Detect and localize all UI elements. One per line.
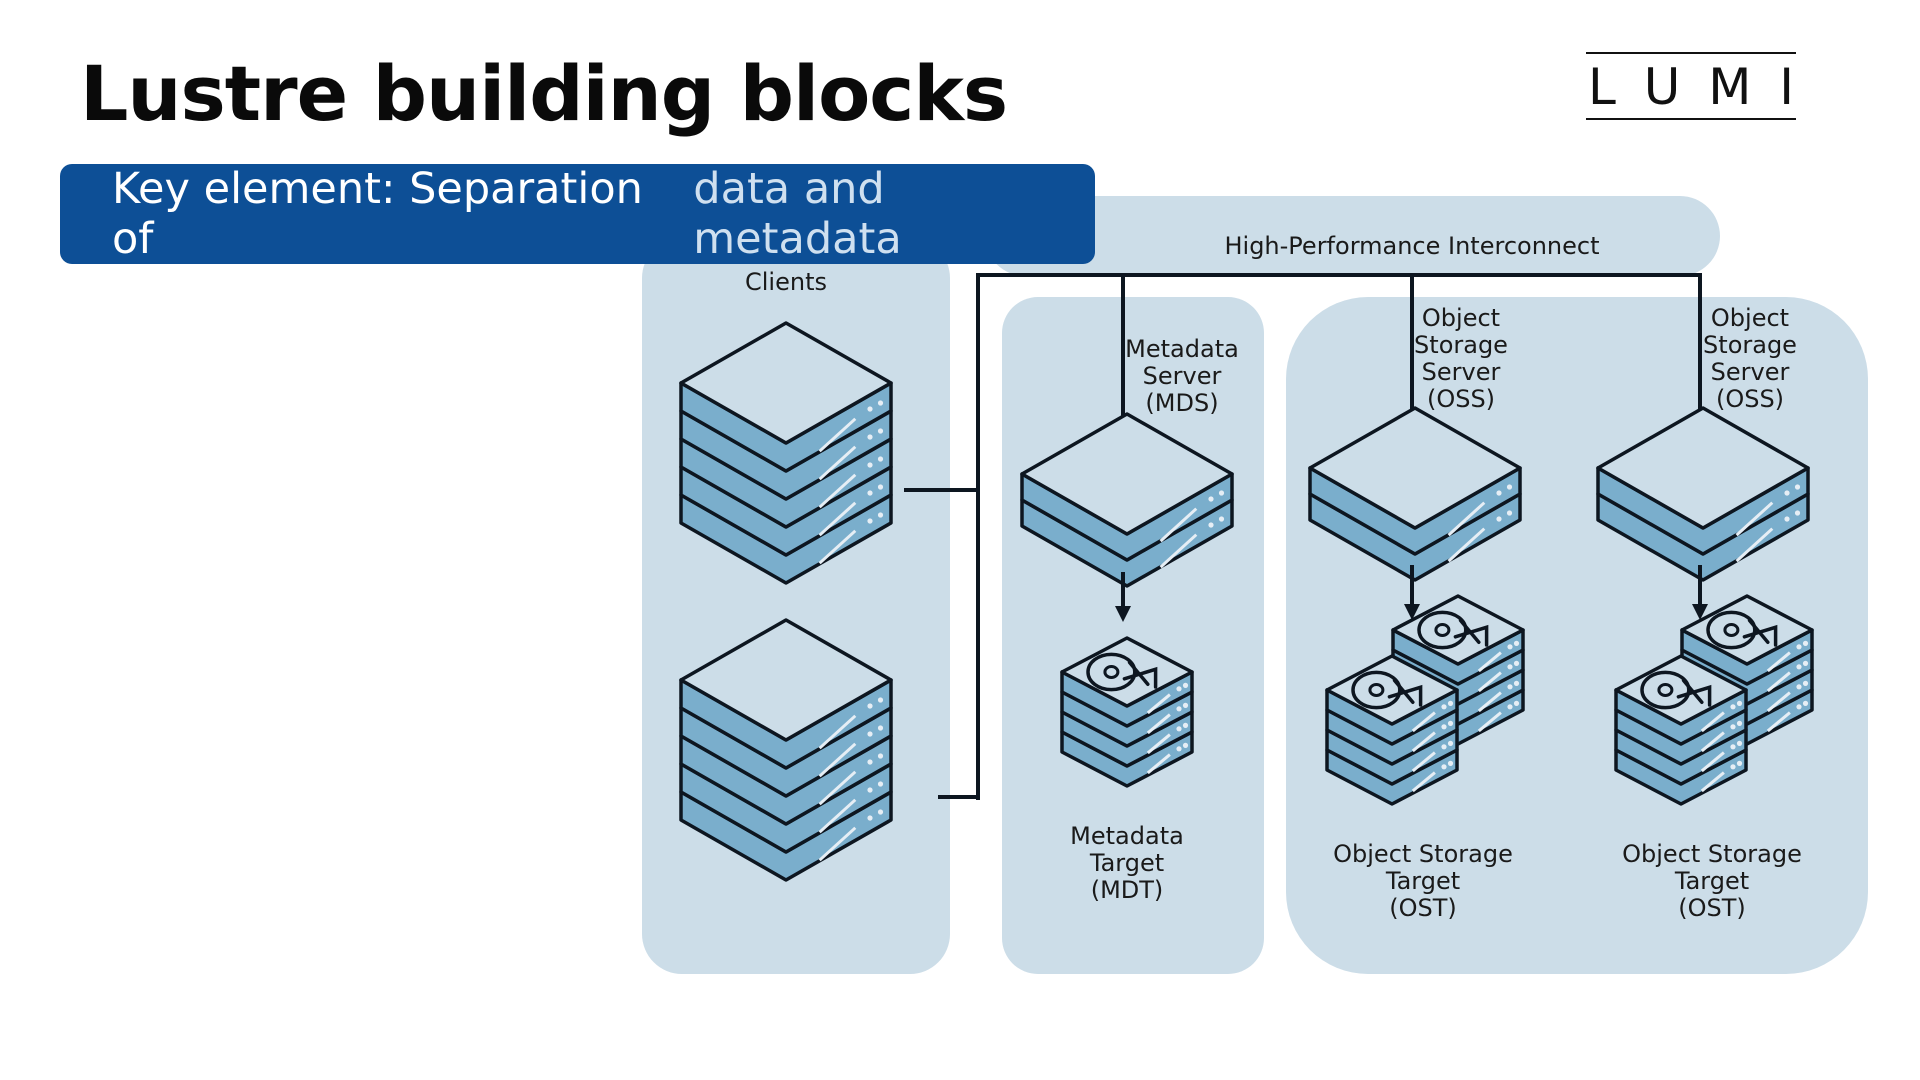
slide-title: Lustre building blocks — [80, 49, 1008, 138]
banner-highlight: data and metadata — [693, 164, 902, 264]
oss-label-line: (OSS) — [1427, 385, 1495, 413]
ost-drive-stack-icon — [1614, 654, 1748, 806]
ost-drive-stack-icon — [1325, 654, 1459, 806]
logo-letter: M — [1708, 58, 1752, 116]
mdt-label-line: Target — [1089, 849, 1164, 877]
mds-label-line: Metadata — [1125, 335, 1239, 363]
oss-label-line: (OSS) — [1716, 385, 1784, 413]
interconnect-label: High-Performance Interconnect — [1224, 232, 1599, 260]
oss-label-line: Server — [1711, 358, 1790, 386]
mds-label-line: Server — [1143, 362, 1222, 390]
ost-label-line: (OST) — [1389, 894, 1457, 922]
oss-to-ost-arrow — [1404, 565, 1420, 620]
ost-label-line: Target — [1674, 867, 1749, 895]
ost-label-line: (OST) — [1678, 894, 1746, 922]
oss-label-line: Object — [1711, 304, 1789, 332]
key-element-banner: Key element: Separation of data and meta… — [60, 164, 1095, 264]
banner-text: Key element: Separation of — [112, 164, 643, 264]
oss-server-icon — [1308, 406, 1522, 582]
oss-label-line: Storage — [1703, 331, 1797, 359]
mdt-drive-stack-icon — [1060, 636, 1194, 788]
oss-to-ost-arrow — [1692, 565, 1708, 620]
interconnect-panel — [985, 196, 1720, 276]
oss-label-line: Server — [1422, 358, 1501, 386]
lumi-logo: L U M I — [1586, 52, 1796, 120]
logo-letter: I — [1779, 58, 1794, 116]
mds-label-line: (MDS) — [1145, 389, 1218, 417]
logo-bottom-rule — [1586, 118, 1796, 120]
mdt-label-line: (MDT) — [1091, 876, 1164, 904]
ost-label-line: Target — [1385, 867, 1460, 895]
mdt-label-line: Metadata — [1070, 822, 1184, 850]
oss-label-line: Object — [1422, 304, 1500, 332]
oss-label-line: Storage — [1414, 331, 1508, 359]
client-server-stack-icon — [679, 618, 893, 882]
client-server-stack-icon — [679, 321, 893, 585]
mds-to-mdt-arrow — [1115, 572, 1131, 622]
ost-label-line: Object Storage — [1622, 840, 1802, 868]
logo-top-rule — [1586, 52, 1796, 54]
mds-server-icon — [1020, 412, 1234, 588]
ost-label-line: Object Storage — [1333, 840, 1513, 868]
oss-server-icon — [1596, 406, 1810, 582]
logo-letter: U — [1643, 58, 1681, 116]
clients-label: Clients — [745, 268, 827, 296]
interconnect-bus-line — [976, 273, 1702, 800]
logo-letter: L — [1588, 58, 1616, 116]
